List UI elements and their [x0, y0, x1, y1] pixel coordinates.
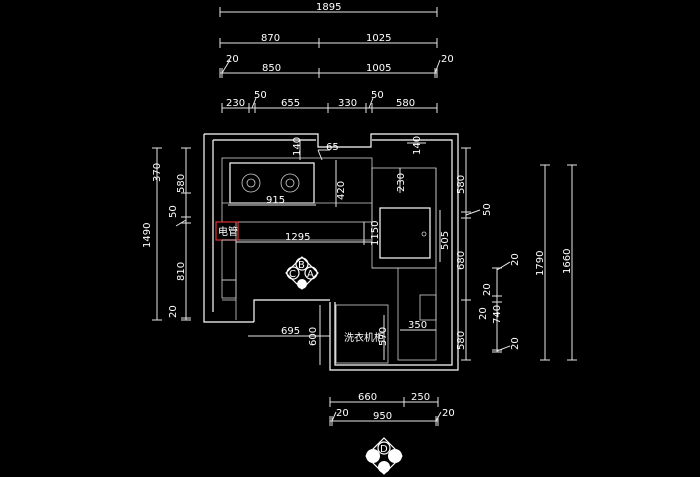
- burner-left: [241, 173, 261, 193]
- dim-65: 65: [326, 142, 339, 153]
- dim-50-left: 50: [168, 205, 179, 218]
- left-dimensions: 1490 370 580 50 810 20: [142, 147, 191, 321]
- dim-680: 680: [456, 251, 467, 270]
- interior-dimensions: 140 65 140 230 420 915 1295 1150 505 695…: [228, 136, 451, 365]
- dim-1005: 1005: [366, 63, 391, 74]
- dim-20-bottom-right: 20: [442, 408, 455, 419]
- dim-20-r1: 20: [510, 253, 521, 266]
- right-cabinets: [372, 267, 437, 361]
- view-label-b: B: [298, 260, 305, 271]
- bottom-dimensions: 660 250 20 950 20: [329, 392, 455, 426]
- dim-655: 655: [281, 98, 300, 109]
- dim-420: 420: [336, 181, 347, 200]
- dim-1490: 1490: [142, 223, 153, 248]
- dim-20-right: 20: [441, 54, 454, 65]
- dim-1150: 1150: [370, 221, 381, 246]
- dim-660: 660: [358, 392, 377, 403]
- dim-350: 350: [408, 320, 427, 331]
- room-outline: [203, 133, 459, 371]
- dim-140-right: 140: [412, 136, 423, 155]
- top-dimensions: 1895 870 1025 20 850 1005 20 230 50 655 …: [219, 2, 454, 113]
- dim-850: 850: [262, 63, 281, 74]
- dim-20-r3: 20: [478, 307, 489, 320]
- dim-50-right: 50: [482, 203, 493, 216]
- stove-counter: [221, 157, 373, 320]
- view-label-a: A: [307, 269, 314, 280]
- dim-20-bottom-left: 20: [336, 408, 349, 419]
- dim-580-right-top: 580: [456, 175, 467, 194]
- dim-950: 950: [373, 411, 392, 422]
- dim-1025: 1025: [366, 33, 391, 44]
- dim-250: 250: [411, 392, 430, 403]
- dim-740: 740: [492, 305, 503, 324]
- sink-drain: [421, 231, 427, 237]
- dim-695: 695: [281, 326, 300, 337]
- dim-870: 870: [261, 33, 280, 44]
- dim-230: 230: [226, 98, 245, 109]
- view-marker-upper: B C A: [285, 256, 319, 290]
- dim-580-left: 580: [176, 174, 187, 193]
- dim-140-left: 140: [292, 137, 303, 156]
- dim-915: 915: [266, 195, 285, 206]
- dim-505: 505: [440, 231, 451, 250]
- left-cabinet: [221, 239, 237, 301]
- dim-810: 810: [176, 262, 187, 281]
- electric-pipe-label: 电管: [218, 225, 238, 238]
- dim-20-left-bottom: 20: [168, 305, 179, 318]
- dim-330: 330: [338, 98, 357, 109]
- dim-50-a: 50: [254, 90, 267, 101]
- view-marker-lower: D: [365, 437, 403, 475]
- burner-right: [280, 173, 300, 193]
- dim-total-width: 1895: [316, 2, 341, 13]
- dim-230: 230: [396, 173, 407, 192]
- dim-600: 600: [308, 327, 319, 346]
- dim-20-left: 20: [226, 54, 239, 65]
- view-label-d: D: [380, 444, 388, 455]
- right-dimensions: 1790 1660 580 50 680 580 20 20 20 740 20: [456, 147, 577, 361]
- dim-1660: 1660: [562, 249, 573, 274]
- view-label-c: C: [289, 269, 296, 280]
- dim-20-r4: 20: [510, 337, 521, 350]
- dim-570: 570: [378, 327, 389, 346]
- sink-unit: [371, 167, 437, 269]
- electric-pipe-box: 电管: [215, 221, 239, 241]
- dim-370: 370: [152, 163, 163, 182]
- dim-20-r2: 20: [482, 283, 493, 296]
- dim-50-b: 50: [371, 90, 384, 101]
- washing-machine-label: 洗衣机柜: [344, 331, 384, 344]
- washing-machine-cabinet: 洗衣机柜: [335, 304, 389, 364]
- dim-580-right-bottom: 580: [456, 331, 467, 350]
- dim-1295: 1295: [285, 232, 310, 243]
- dim-1790: 1790: [535, 251, 546, 276]
- sink-basin: [379, 207, 431, 259]
- dim-580-top: 580: [396, 98, 415, 109]
